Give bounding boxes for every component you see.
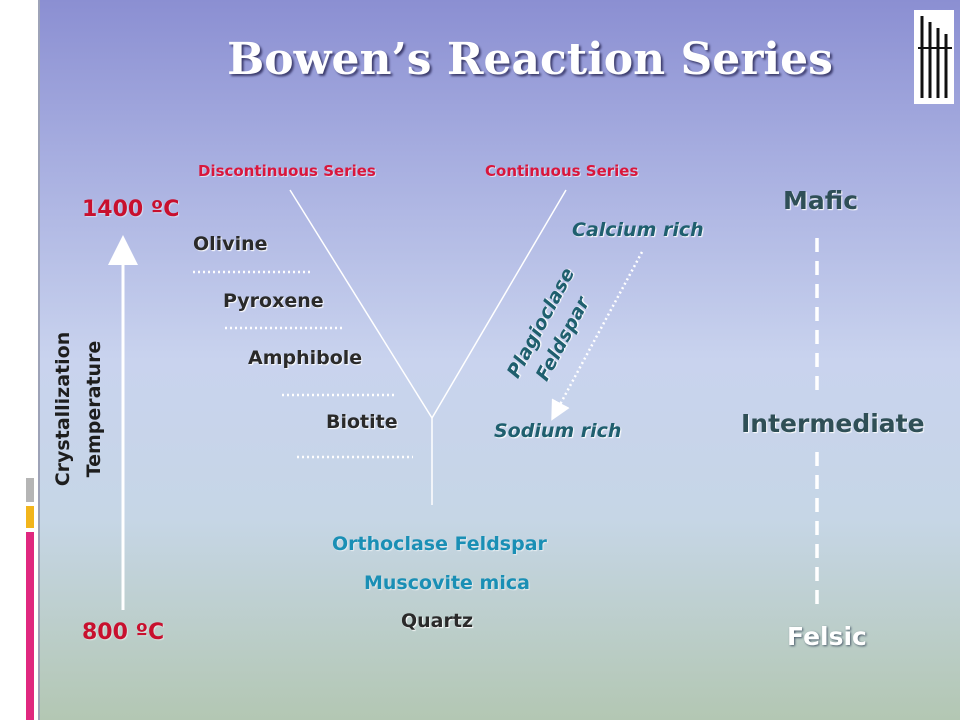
mineral-muscovite-mica: Muscovite mica: [364, 572, 530, 594]
plagioclase-dotted-arrow: [551, 251, 644, 421]
rock-type-mafic: Mafic: [783, 186, 859, 215]
continuous-series-label: Continuous Series: [485, 162, 639, 180]
mineral-orthoclase-feldspar: Orthoclase Feldspar: [332, 533, 547, 555]
discontinuous-branch-line: [289, 189, 433, 419]
rock-type-felsic: Felsic: [787, 622, 867, 651]
axis-label-crystallization: Crystallization: [52, 331, 74, 487]
mineral-pyroxene: Pyroxene: [223, 290, 324, 312]
calcium-rich-label: Calcium rich: [572, 219, 704, 241]
left-margin-divider: [38, 0, 40, 720]
mineral-olivine: Olivine: [193, 233, 268, 255]
discontinuous-series-label: Discontinuous Series: [198, 162, 376, 180]
low-temperature-label: 800 ºC: [82, 620, 165, 645]
accent-bar-yellow: [26, 506, 34, 528]
rock-type-intermediate: Intermediate: [741, 409, 925, 438]
accent-bar-gray: [26, 478, 34, 502]
continuous-branch-line: [431, 189, 567, 419]
corner-logo-icon: [914, 10, 954, 104]
axis-label-temperature: Temperature: [83, 340, 105, 478]
high-temperature-label: 1400 ºC: [82, 197, 180, 222]
sodium-rich-label: Sodium rich: [494, 420, 622, 442]
page-title: Bowen’s Reaction Series: [227, 34, 833, 85]
mineral-biotite: Biotite: [326, 411, 398, 433]
accent-bar-pink: [26, 532, 34, 720]
mineral-amphibole: Amphibole: [248, 347, 363, 369]
mineral-quartz: Quartz: [401, 610, 474, 632]
